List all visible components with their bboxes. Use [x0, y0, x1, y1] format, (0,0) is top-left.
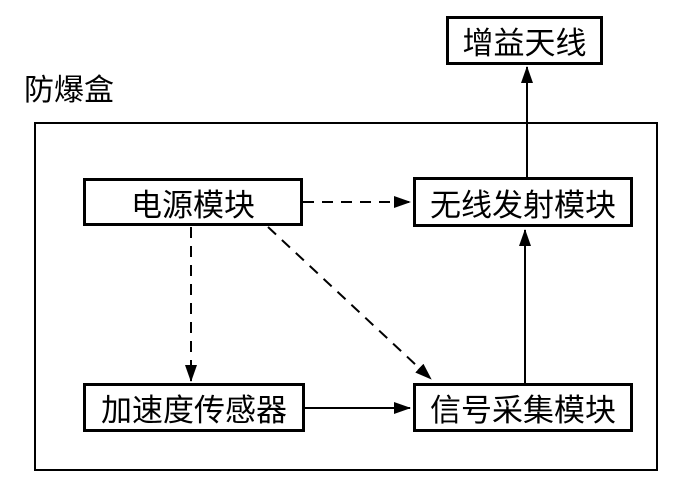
node-signal-acquisition-module: 信号采集模块	[413, 383, 633, 432]
node-gain-antenna-label: 增益天线	[462, 26, 587, 61]
node-power-module: 电源模块	[83, 178, 303, 226]
outer-box-label: 防爆盒	[24, 74, 114, 107]
node-wireless-transmitter-module: 无线发射模块	[413, 177, 633, 227]
node-wireless-transmitter-module-label: 无线发射模块	[430, 187, 616, 223]
node-acceleration-sensor-label: 加速度传感器	[101, 393, 287, 428]
node-acceleration-sensor: 加速度传感器	[83, 383, 305, 432]
node-gain-antenna: 增益天线	[446, 16, 603, 65]
explosion-proof-box-outline	[34, 122, 658, 471]
node-signal-acquisition-module-label: 信号采集模块	[430, 393, 616, 428]
node-power-module-label: 电源模块	[131, 187, 255, 223]
